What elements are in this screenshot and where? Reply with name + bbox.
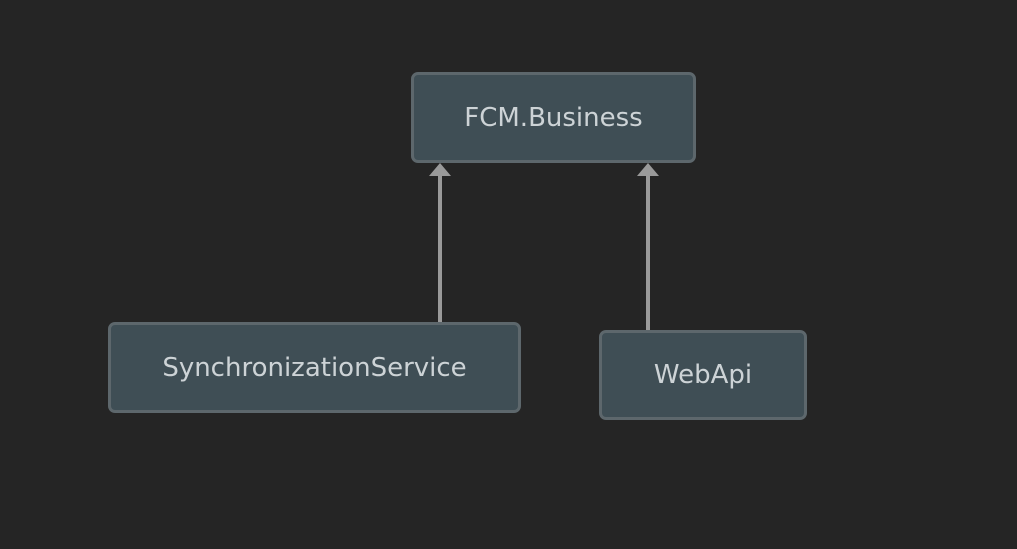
node-fcm-business[interactable]: FCM.Business [411,72,696,163]
arrowhead-webapi-to-fcm [637,163,659,176]
node-label: FCM.Business [464,102,643,133]
node-label: SynchronizationService [162,352,467,383]
node-label: WebApi [653,360,753,390]
arrowhead-sync-to-fcm [429,163,451,176]
node-synchronization-service[interactable]: SynchronizationService [108,322,521,413]
node-webapi[interactable]: WebApi [599,330,807,420]
